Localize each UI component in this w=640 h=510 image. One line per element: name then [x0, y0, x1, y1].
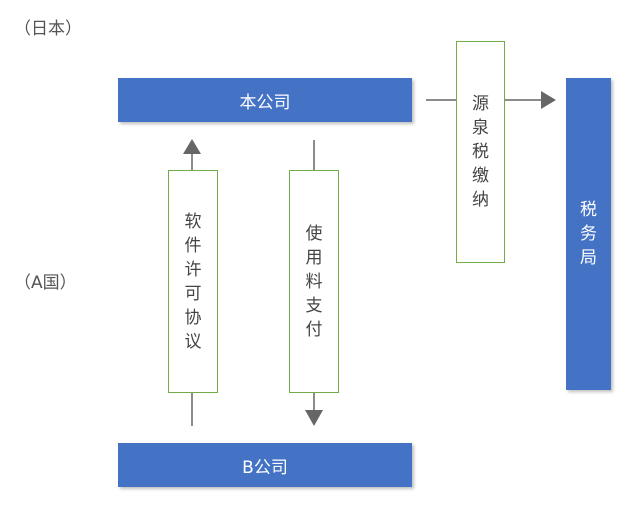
royalty-payment-label: 使用料支付: [306, 222, 323, 342]
vertical-char: 支: [305, 295, 323, 316]
vertical-char: 付: [305, 319, 323, 340]
b-company-box: B公司: [118, 443, 412, 487]
vertical-char: 缴: [472, 166, 489, 186]
vertical-char: 软: [184, 211, 202, 232]
license-agreement-label: 软件许可协议: [185, 210, 202, 354]
vertical-char: 件: [184, 235, 202, 256]
vertical-char: 料: [305, 271, 323, 292]
vertical-char: 用: [305, 247, 323, 268]
b-company-label: B公司: [242, 457, 288, 478]
japan-label: （日本）: [14, 19, 82, 39]
vertical-char: 务: [580, 224, 597, 244]
vertical-char: 可: [184, 283, 202, 304]
vertical-char: 纳: [472, 190, 489, 210]
vertical-char: 议: [184, 331, 202, 352]
vertical-char: 局: [580, 248, 597, 268]
license-agreement-box: 软件许可协议: [168, 170, 218, 393]
royalty-payment-box: 使用料支付: [289, 170, 339, 393]
vertical-char: 协: [184, 307, 202, 328]
vertical-char: 许: [184, 259, 202, 280]
vertical-char: 税: [580, 200, 597, 220]
royalty-arrow-head: [305, 410, 323, 426]
vertical-char: 使: [305, 223, 323, 244]
vertical-char: 源: [472, 94, 489, 114]
country-a-label: （A国）: [14, 273, 77, 293]
parent-company-label: 本公司: [239, 92, 291, 113]
withholding-tax-label: 源泉税缴纳: [472, 92, 489, 212]
license-arrow-head: [183, 139, 201, 154]
vertical-char: 税: [472, 142, 489, 162]
withholding-tax-box: 源泉税缴纳: [456, 41, 505, 263]
vertical-char: 泉: [472, 118, 489, 138]
tax-bureau-label: 税务局: [580, 198, 597, 270]
tax-arrow-head: [541, 91, 556, 109]
tax-bureau-box: 税务局: [566, 78, 611, 390]
parent-company-box: 本公司: [118, 78, 412, 122]
